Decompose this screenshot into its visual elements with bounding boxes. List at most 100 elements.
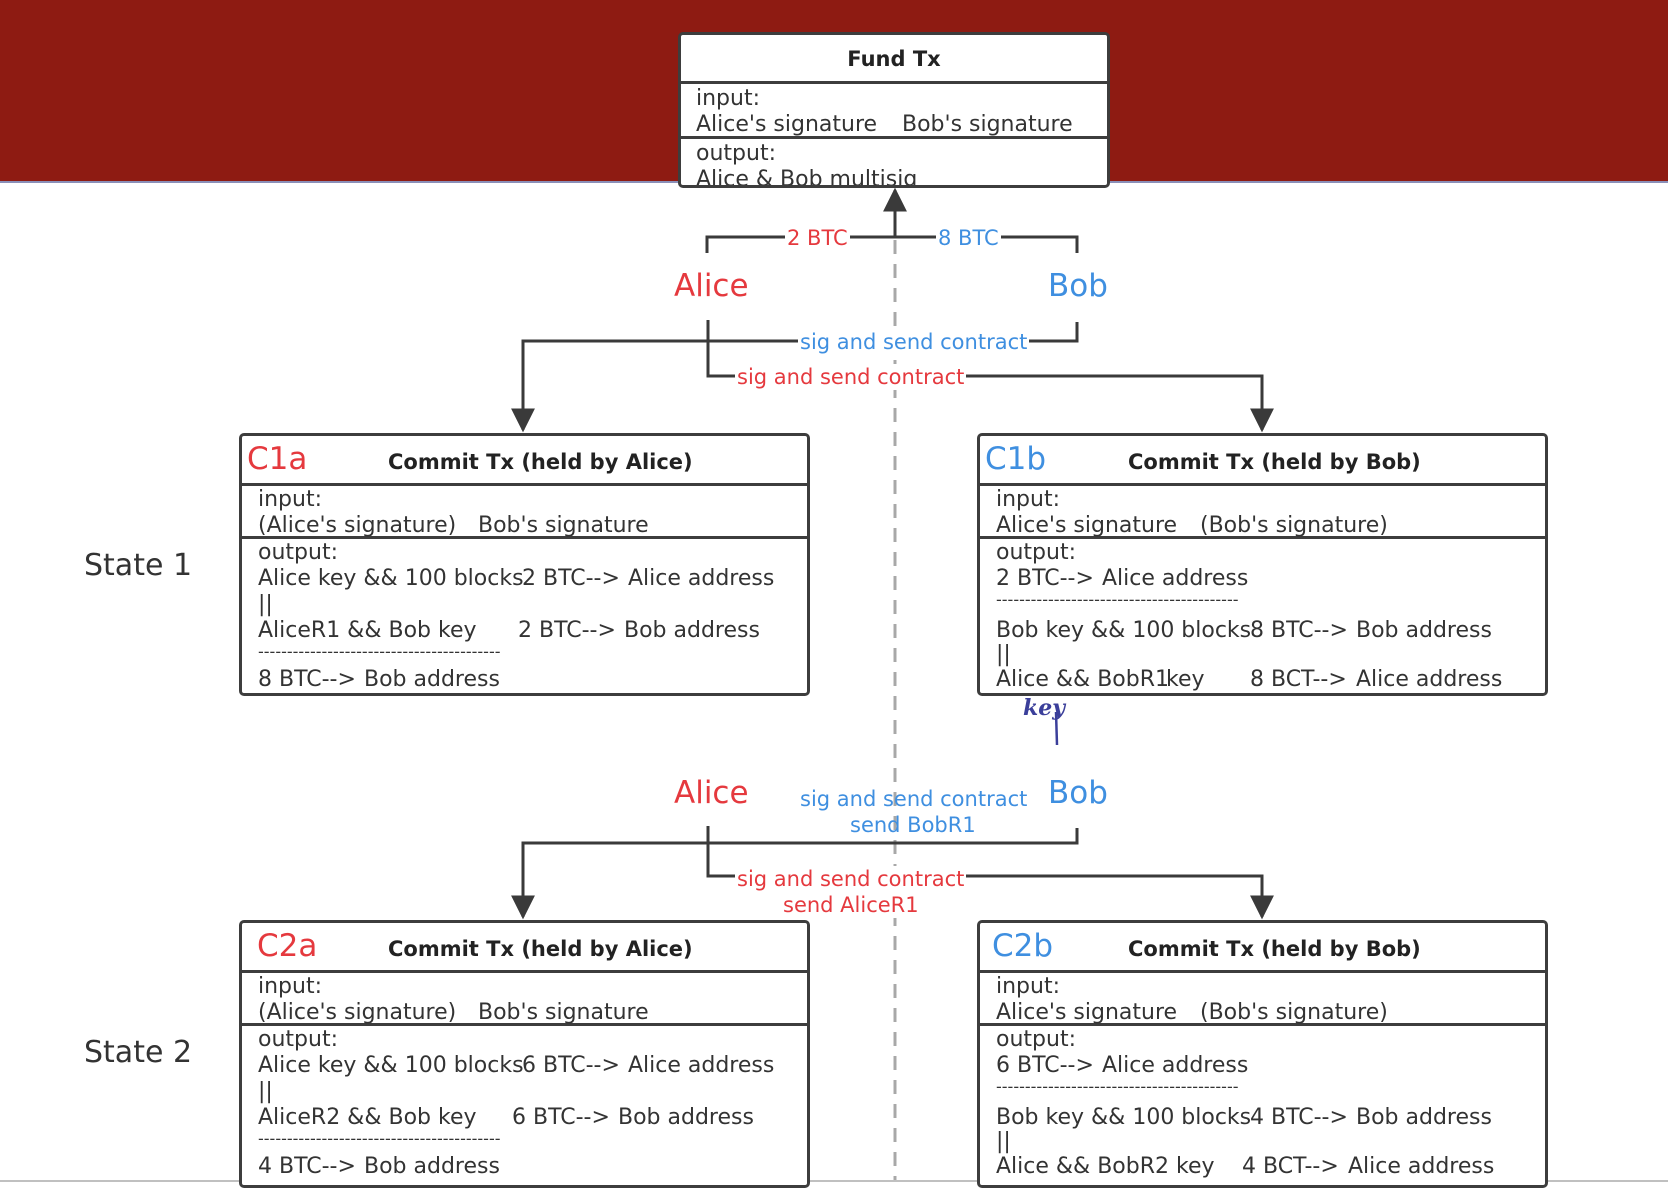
c2a-line2-amt: 6 BTC--> bbox=[512, 1105, 610, 1130]
c1b-line2-dest: Bob address bbox=[1356, 618, 1492, 643]
c2a-output-section: output: Alice key && 100 blocks 6 BTC-->… bbox=[242, 1026, 807, 1185]
c2b-input-section: input: Alice's signature (Bob's signatur… bbox=[980, 973, 1545, 1026]
bob-mid-msg-2: send BobR1 bbox=[850, 813, 976, 837]
fund-tx-output-label: output: bbox=[696, 141, 776, 166]
c1b-input-bob: (Bob's signature) bbox=[1200, 513, 1388, 538]
c1a-title: Commit Tx (held by Alice) bbox=[388, 450, 693, 474]
c2b-line1-amt: 6 BTC--> bbox=[996, 1053, 1094, 1078]
c2b-output-label: output: bbox=[996, 1027, 1076, 1052]
c1b-line1-amt: 2 BTC--> bbox=[996, 566, 1094, 591]
c1b-separator: ----------------------------------------… bbox=[996, 590, 1239, 609]
c1b-line1-dest: Alice address bbox=[1102, 566, 1249, 591]
c1a-separator: ----------------------------------------… bbox=[258, 642, 501, 661]
c2b-separator: ----------------------------------------… bbox=[996, 1077, 1239, 1096]
fund-tx-input-label: input: bbox=[696, 86, 761, 111]
c1b-line3-dest: Alice address bbox=[1356, 667, 1503, 692]
c1b-line3-amt: 8 BCT--> bbox=[1250, 667, 1347, 692]
c1a-input-alice: (Alice's signature) bbox=[258, 513, 457, 538]
c2a-output-label: output: bbox=[258, 1027, 338, 1052]
c2b-input-alice: Alice's signature bbox=[996, 1000, 1178, 1025]
c2a-input-section: input: (Alice's signature) Bob's signatu… bbox=[242, 973, 807, 1026]
alice-to-c2b-line bbox=[706, 826, 1274, 920]
c1a-line1-amt: 2 BTC--> bbox=[522, 566, 620, 591]
c1a-line3-amt: 8 BTC--> bbox=[258, 667, 356, 692]
c2a-title: Commit Tx (held by Alice) bbox=[388, 937, 693, 961]
c1b-line2-amt: 8 BTC--> bbox=[1250, 618, 1348, 643]
alice-actor-mid: Alice bbox=[674, 775, 749, 811]
c1a-output-section: output: Alice key && 100 blocks 2 BTC-->… bbox=[242, 539, 807, 693]
fund-tx-input-section: input: Alice's signature Bob's signature bbox=[681, 84, 1107, 139]
c2a-box: C2a Commit Tx (held by Alice) input: (Al… bbox=[239, 920, 810, 1188]
c2a-line3-dest: Bob address bbox=[364, 1154, 500, 1179]
c2a-input-bob: Bob's signature bbox=[478, 1000, 649, 1025]
c2a-line1-cond: Alice key && 100 blocks bbox=[258, 1053, 524, 1078]
bob-actor-mid: Bob bbox=[1048, 775, 1108, 811]
c1a-line2-amt: 2 BTC--> bbox=[518, 618, 616, 643]
c2b-header: C2b Commit Tx (held by Bob) bbox=[980, 923, 1545, 973]
c2a-line3-amt: 4 BTC--> bbox=[258, 1154, 356, 1179]
c2a-input-alice: (Alice's signature) bbox=[258, 1000, 457, 1025]
fund-tx-input-alice: Alice's signature bbox=[696, 112, 878, 137]
c1b-line2-cond: Bob key && 100 blocks bbox=[996, 618, 1252, 643]
c2b-input-label: input: bbox=[996, 974, 1061, 999]
c1a-box: C1a Commit Tx (held by Alice) input: (Al… bbox=[239, 433, 810, 696]
c2b-id: C2b bbox=[992, 928, 1054, 964]
c2b-title: Commit Tx (held by Bob) bbox=[1128, 937, 1421, 961]
c2a-separator: ----------------------------------------… bbox=[258, 1129, 501, 1148]
bob-amount-label: 8 BTC bbox=[936, 225, 1001, 251]
fund-tx-header: Fund Tx bbox=[681, 35, 1107, 84]
c2b-line2-cond: Bob key && 100 blocks bbox=[996, 1105, 1252, 1130]
c1b-output-label: output: bbox=[996, 540, 1076, 565]
c2b-or: || bbox=[996, 1129, 1011, 1154]
c1a-output-label: output: bbox=[258, 540, 338, 565]
state-2-label: State 2 bbox=[84, 1035, 193, 1070]
alice-amount-label: 2 BTC bbox=[785, 225, 850, 251]
alice-mid-msg-1: sig and send contract bbox=[735, 866, 967, 892]
c2a-id: C2a bbox=[257, 928, 318, 964]
c1a-line3-dest: Bob address bbox=[364, 667, 500, 692]
c1b-box: C1b Commit Tx (held by Bob) input: Alice… bbox=[977, 433, 1548, 696]
c1a-line2-cond: AliceR1 && Bob key bbox=[258, 618, 477, 643]
fund-tx-box: Fund Tx input: Alice's signature Bob's s… bbox=[678, 32, 1110, 188]
state-1-label: State 1 bbox=[84, 548, 193, 583]
fund-tx-output-section: output: Alice & Bob multisig bbox=[681, 139, 1107, 188]
bottom-border bbox=[0, 1180, 1668, 1182]
c1b-input-section: input: Alice's signature (Bob's signatur… bbox=[980, 486, 1545, 539]
c1b-id: C1b bbox=[985, 441, 1047, 477]
c1a-input-label: input: bbox=[258, 487, 323, 512]
c1a-input-bob: Bob's signature bbox=[478, 513, 649, 538]
c2b-line2-amt: 4 BTC--> bbox=[1250, 1105, 1348, 1130]
c1a-line2-dest: Bob address bbox=[624, 618, 760, 643]
bob-to-c2a-line bbox=[511, 828, 1079, 920]
c2a-line1-amt: 6 BTC--> bbox=[522, 1053, 620, 1078]
c2a-line1-dest: Alice address bbox=[628, 1053, 775, 1078]
c2a-line2-cond: AliceR2 && Bob key bbox=[258, 1105, 477, 1130]
c2b-line3-cond: Alice && BobR2 key bbox=[996, 1154, 1215, 1179]
c1a-header: C1a Commit Tx (held by Alice) bbox=[242, 436, 807, 486]
c2a-line2-dest: Bob address bbox=[618, 1105, 754, 1130]
handwritten-caret bbox=[1054, 711, 1059, 746]
c2b-line2-dest: Bob address bbox=[1356, 1105, 1492, 1130]
alice-mid-msg-2: send AliceR1 bbox=[781, 892, 921, 918]
c1a-line1-cond: Alice key && 100 blocks bbox=[258, 566, 524, 591]
c1b-header: C1b Commit Tx (held by Bob) bbox=[980, 436, 1545, 486]
c1b-line3-struck: key bbox=[1166, 667, 1205, 692]
c1a-input-section: input: (Alice's signature) Bob's signatu… bbox=[242, 486, 807, 539]
c2b-line3-amt: 4 BCT--> bbox=[1242, 1154, 1339, 1179]
c1a-line1-dest: Alice address bbox=[628, 566, 775, 591]
c2b-output-section: output: 6 BTC--> Alice address ---------… bbox=[980, 1026, 1545, 1185]
bob-mid-msg-1: sig and send contract bbox=[800, 787, 1028, 811]
bob-sig-send-label: sig and send contract bbox=[798, 329, 1030, 355]
fund-tx-input-bob: Bob's signature bbox=[902, 112, 1073, 137]
fund-tx-output-value: Alice & Bob multisig bbox=[696, 167, 918, 188]
c1b-input-alice: Alice's signature bbox=[996, 513, 1178, 538]
c1a-or: || bbox=[258, 592, 273, 617]
c2a-input-label: input: bbox=[258, 974, 323, 999]
bob-actor-top: Bob bbox=[1048, 268, 1108, 304]
alice-actor-top: Alice bbox=[674, 268, 749, 304]
fund-tx-title: Fund Tx bbox=[847, 47, 941, 71]
c1b-title: Commit Tx (held by Bob) bbox=[1128, 450, 1421, 474]
c1b-line3-cond: Alice && BobR1 bbox=[996, 667, 1170, 692]
c2b-line1-dest: Alice address bbox=[1102, 1053, 1249, 1078]
c1b-or: || bbox=[996, 642, 1011, 667]
